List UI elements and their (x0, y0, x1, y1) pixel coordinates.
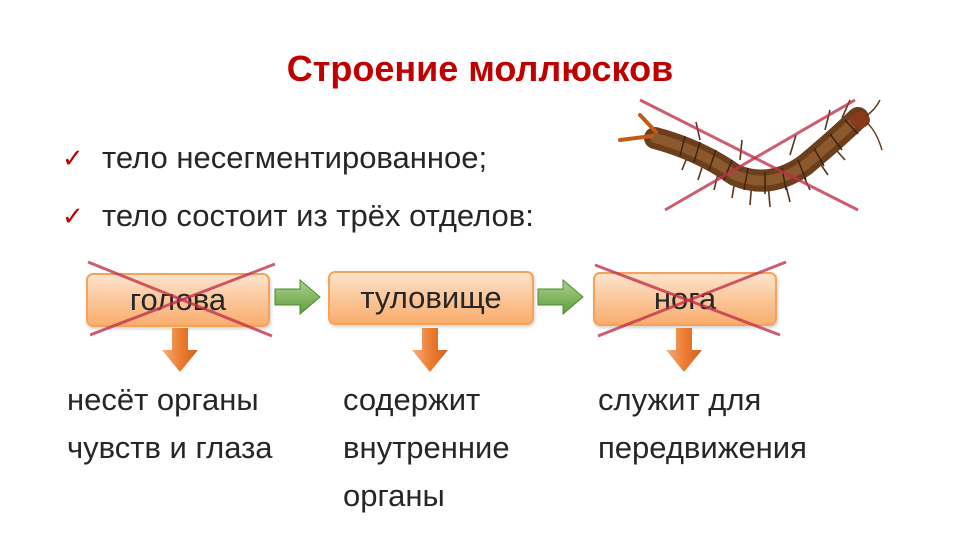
description-line: несёт органы (67, 382, 259, 417)
part-description-trunk: содержит внутренние органы (343, 376, 510, 520)
description-line: служит для (598, 382, 762, 417)
slide-title: Строение моллюсков (286, 48, 674, 89)
part-label: голова (129, 282, 227, 317)
bullet-item-2: ✓ тело состоит из трёх отделов: (62, 198, 534, 234)
part-box-head: голова (86, 273, 270, 327)
bullet-item-1: ✓ тело несегментированное; (62, 140, 487, 176)
right-arrow-icon (537, 278, 584, 316)
part-box-trunk: туловище (328, 271, 534, 325)
part-box-foot: нога (593, 272, 777, 326)
bullet-text: тело состоит из трёх отделов: (102, 198, 534, 233)
down-arrow-icon (412, 328, 448, 372)
description-line: органы (343, 478, 445, 513)
check-icon: ✓ (62, 200, 84, 231)
down-arrow-icon (162, 328, 198, 372)
centipede-image (618, 99, 883, 208)
right-arrow-icon (274, 278, 321, 316)
part-description-head: несёт органы чувств и глаза (67, 376, 273, 472)
description-line: передвижения (598, 430, 807, 465)
part-label: нога (653, 281, 717, 316)
check-icon: ✓ (62, 142, 84, 173)
centipede-cross (639, 98, 859, 212)
part-label: туловище (360, 280, 502, 315)
description-line: содержит (343, 382, 481, 417)
description-line: чувств и глаза (67, 430, 273, 465)
down-arrow-icon (666, 328, 702, 372)
part-description-foot: служит для передвижения (598, 376, 807, 472)
bullet-text: тело несегментированное; (102, 140, 488, 175)
description-line: внутренние (343, 430, 510, 465)
